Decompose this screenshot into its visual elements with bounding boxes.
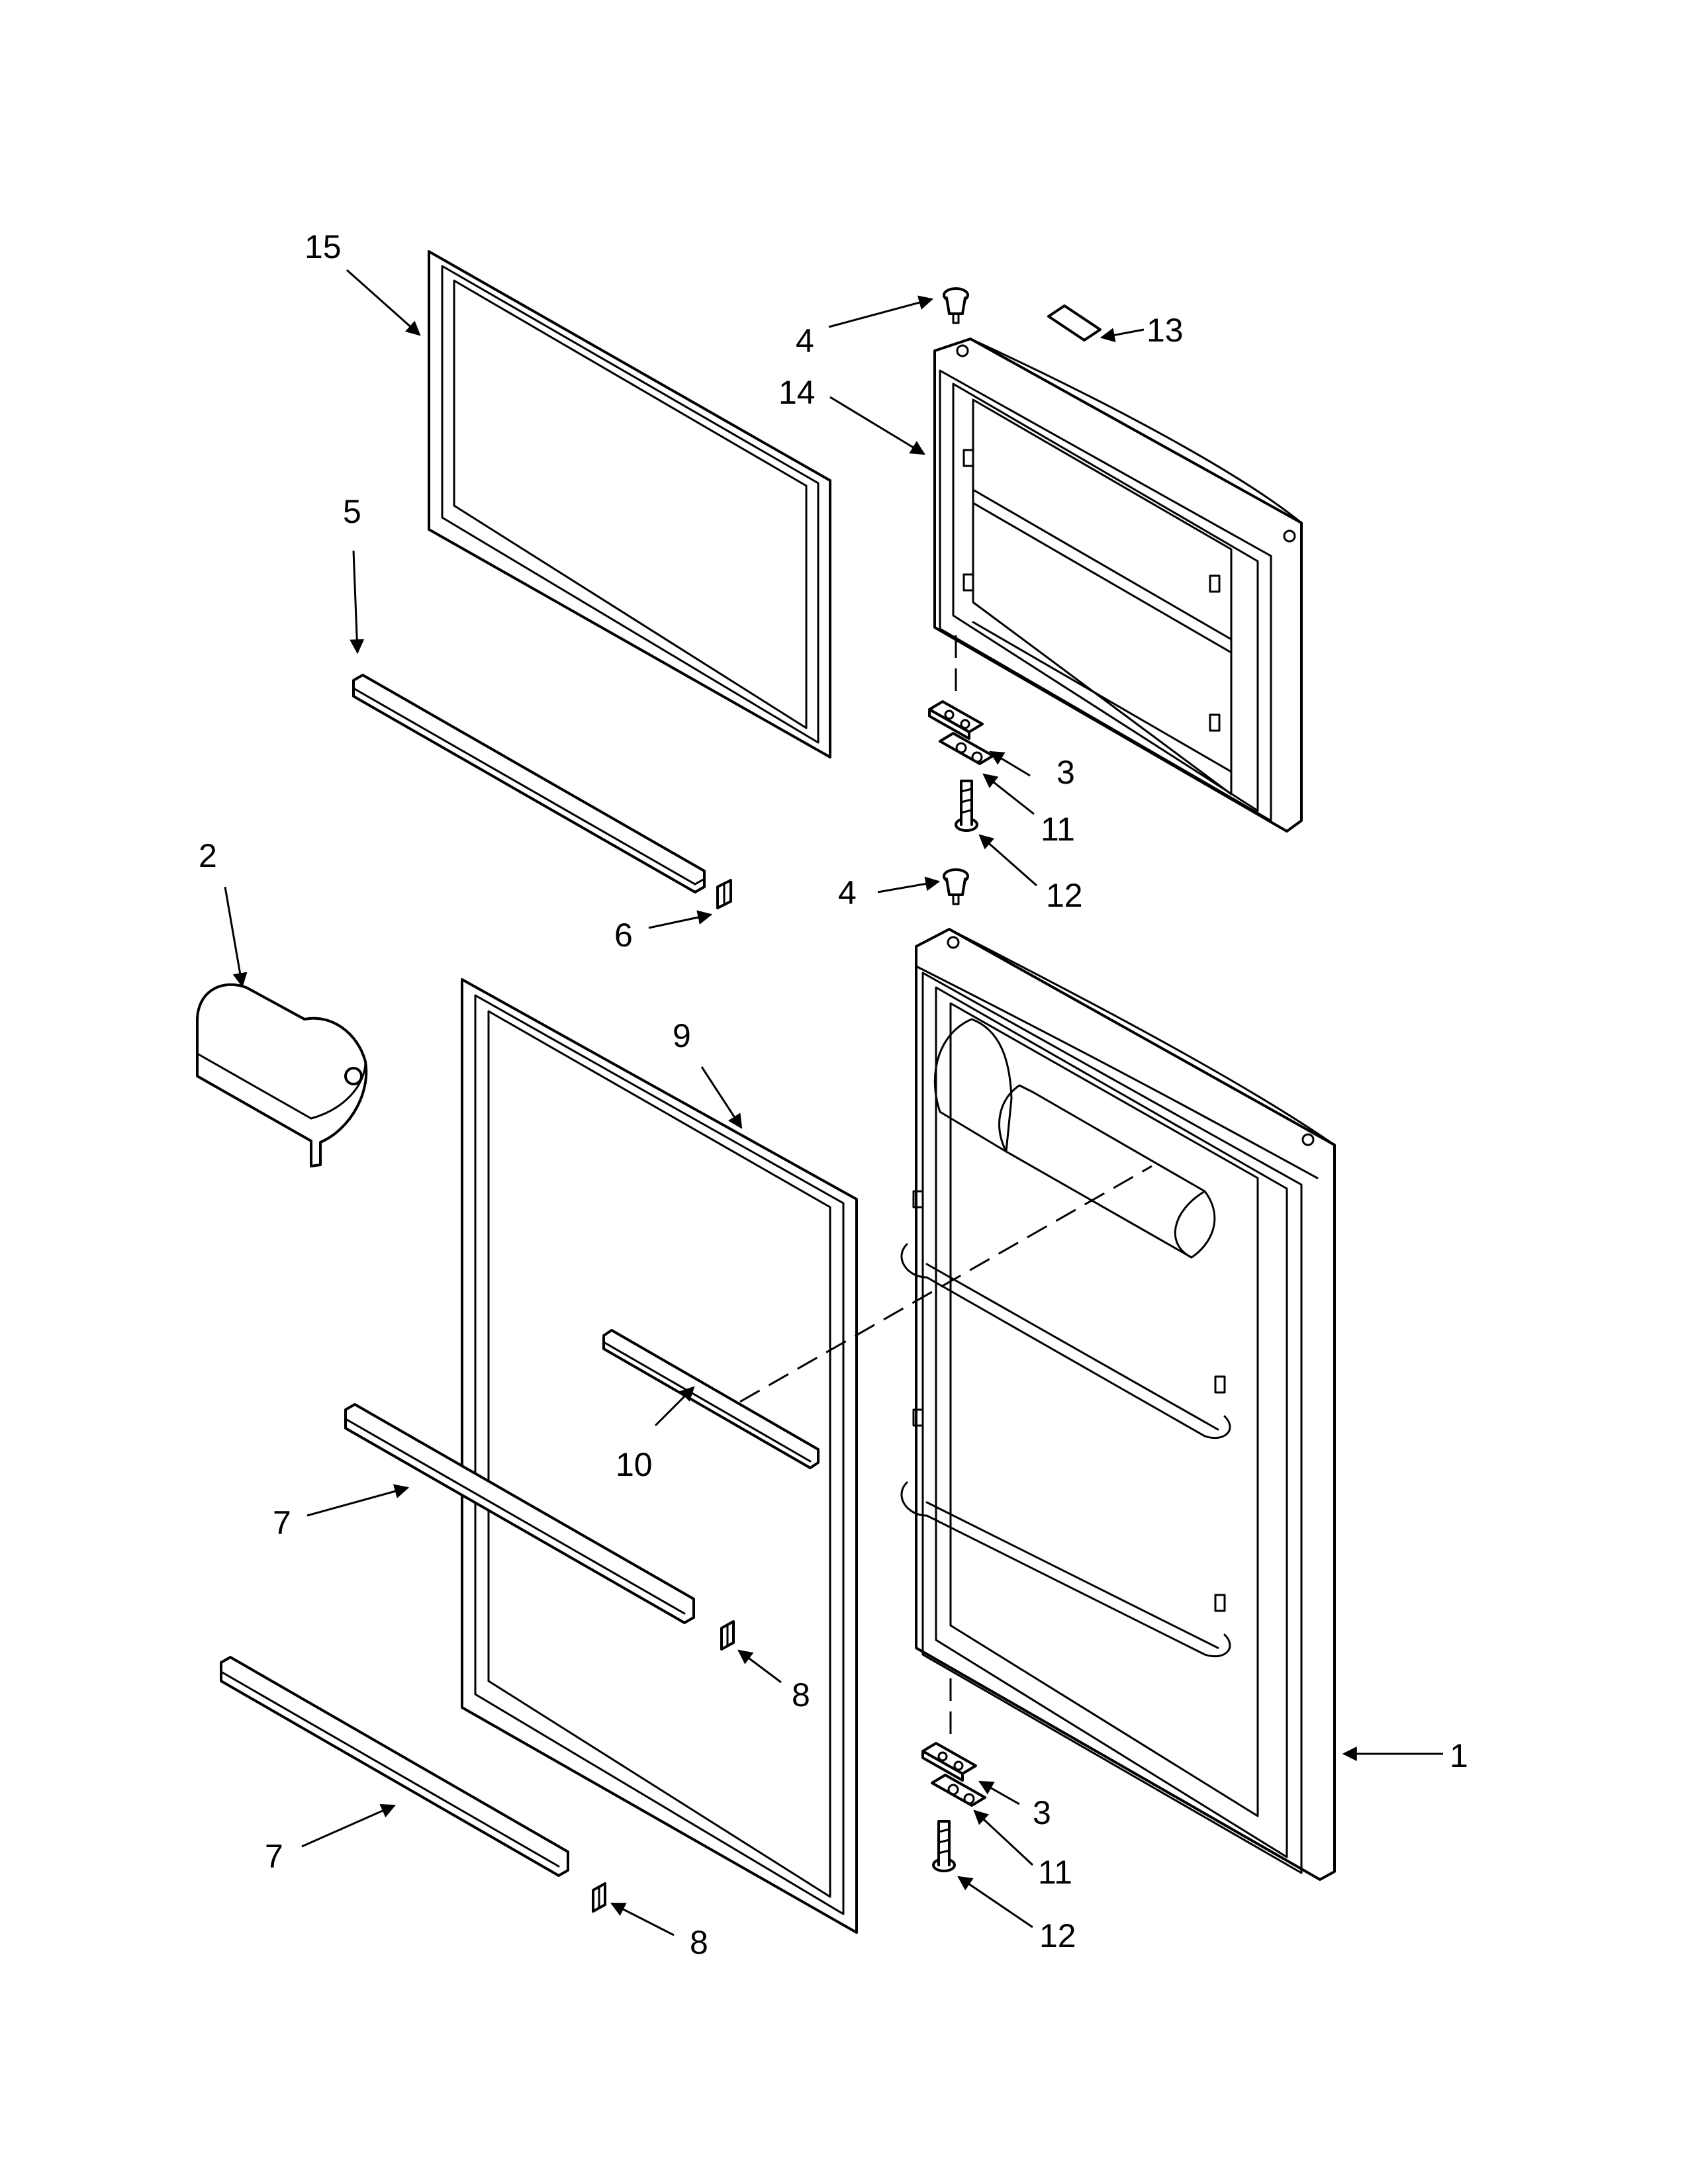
callout-3-upper: 3 [1056,754,1075,791]
callout-11-upper: 11 [1041,811,1075,848]
freezer-shelf-bar [352,674,706,893]
callout-7-lower: 7 [265,1838,283,1875]
callout-8-lower: 8 [690,1924,708,1961]
hinge-screw-lower [932,1820,956,1872]
callout-leaders [224,269,1443,1936]
callout-3-lower: 3 [1033,1794,1051,1831]
callout-5: 5 [343,493,361,530]
callout-14: 14 [778,374,816,411]
callout-10: 10 [616,1446,653,1483]
fresh-food-shelf-bar [602,1329,820,1469]
callout-8-upper: 8 [792,1676,810,1713]
shelf-end-cap-lower [592,1882,606,1913]
callout-13: 13 [1147,312,1184,349]
callout-12-upper: 12 [1046,877,1083,914]
shelf-bar-leader [739,1165,1152,1403]
callout-2: 2 [199,837,217,874]
callout-11-lower: 11 [1038,1854,1072,1891]
hinge-plate-lower [931,1774,986,1807]
callout-7-upper: 7 [273,1504,291,1541]
door-shelf-bar-upper [344,1403,695,1624]
freezer-door-gasket [428,250,831,758]
hinge-lower [921,1742,977,1782]
callout-labels: 15 5 4 13 14 3 11 12 2 4 6 9 10 7 8 7 8 … [199,228,1468,1961]
hinge-screw-upper [955,780,978,832]
door-shelf-bar-lower [220,1656,569,1877]
callout-4-upper: 4 [796,322,814,359]
hinge-upper [928,700,984,740]
fresh-food-door [900,928,1336,1881]
hinge-bushing-lower [943,868,969,905]
callout-1: 1 [1450,1737,1468,1774]
callout-4-lower: 4 [838,874,857,911]
freezer-door [933,338,1303,833]
callout-9: 9 [673,1017,691,1054]
shelf-end-cap-small [716,879,732,909]
label-sticker [1047,304,1102,341]
callout-15: 15 [305,228,342,265]
hinge-bushing-upper [943,287,969,324]
dairy-door [196,983,368,1167]
shelf-end-cap-upper [720,1620,735,1651]
callout-12-lower: 12 [1039,1917,1076,1954]
callout-6: 6 [614,917,633,954]
